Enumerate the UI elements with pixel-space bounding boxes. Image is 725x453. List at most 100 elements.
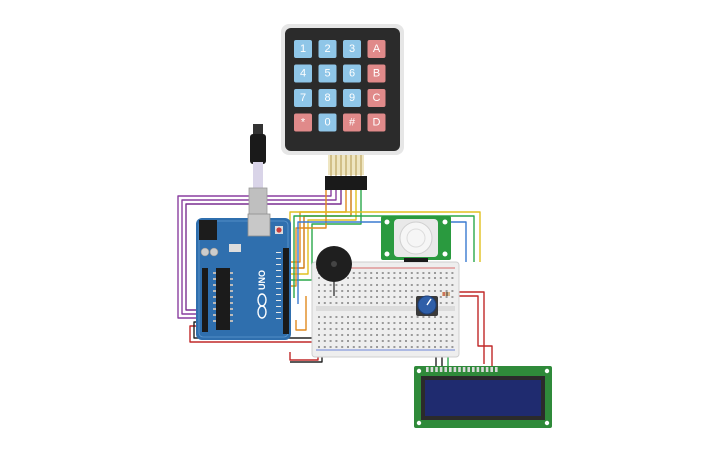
keypad-key-label: 4 [300,68,306,80]
breadboard-hole [439,340,442,342]
wire-red-3 [444,295,493,366]
pir-dome [399,221,433,255]
wire-purple-1 [177,190,332,319]
breadboard-hole [434,272,436,274]
breadboard-hole [376,284,378,286]
breadboard-hole [422,322,425,324]
breadboard-hole [387,302,390,304]
breadboard-hole [358,296,361,298]
breadboard-hole [387,272,390,274]
lcd-pin [458,367,461,372]
breadboard-hole [416,277,419,279]
breadboard-hole [451,340,454,342]
keypad-key-label: 8 [324,92,330,104]
breadboard-hole [428,290,431,292]
breadboard-hole [318,284,320,286]
breadboard-hole [341,334,344,336]
breadboard-hole [381,346,384,348]
piezo-buzzer [316,246,352,296]
keypad-key[interactable] [343,40,361,58]
breadboard-hole [439,322,442,324]
breadboard-hole [416,290,419,292]
breadboard-hole [422,290,425,292]
keypad-key[interactable] [318,113,337,132]
lcd-pin [476,367,480,372]
breadboard-hole [451,296,454,298]
lcd-screen [425,380,541,416]
breadboard-hole [358,346,361,348]
breadboard-hole [451,302,454,304]
keypad-key[interactable] [318,40,337,58]
breadboard-hole [410,302,413,304]
breadboard-hole [445,290,448,292]
keypad-key[interactable] [318,89,337,107]
breadboard-hole [410,346,413,348]
breadboard-hole [428,272,431,274]
breadboard-hole [399,296,402,298]
breadboard-hole [318,296,320,298]
breadboard-hole [410,296,413,298]
breadboard-hole [439,284,442,286]
keypad-key[interactable] [367,64,386,83]
breadboard-hole [364,272,367,274]
breadboard-hole [393,290,396,292]
breadboard-hole [347,334,349,336]
breadboard-hole [370,316,373,318]
breadboard-hole [323,322,326,324]
breadboard-hole [364,340,367,342]
breadboard-hole [416,284,419,286]
breadboard-hole [393,328,396,330]
wire-purple-3 [185,190,342,311]
breadboard-hole [405,346,407,348]
breadboard-hole [381,316,384,318]
keypad-key[interactable] [367,113,386,132]
breadboard-hole [428,322,431,324]
usb-port [247,213,271,237]
breadboard-hole [393,322,396,324]
breadboard-hole [323,302,326,304]
keypad-key[interactable] [318,64,337,83]
breadboard-hole [376,334,378,336]
lcd-pin [485,367,489,372]
breadboard-hole [405,277,407,279]
breadboard-hole [370,322,373,324]
breadboard-hole [347,316,349,318]
keypad-key-label: C [373,92,381,104]
lcd-pin [453,367,457,372]
breadboard-hole [358,322,361,324]
breadboard-hole [352,277,355,279]
breadboard-hole [376,296,378,298]
lcd-pin [467,367,470,372]
keypad-key[interactable] [294,64,312,83]
breadboard-hole [399,272,402,274]
breadboard-hole [341,296,344,298]
keypad-key[interactable] [367,40,386,58]
breadboard-hole [376,277,378,279]
breadboard-hole [416,334,419,336]
breadboard-hole [422,328,425,330]
keypad-key-label: 2 [324,43,330,55]
breadboard-hole [387,316,390,318]
breadboard-hole [323,290,326,292]
keypad-key[interactable] [294,113,312,132]
breadboard-hole [428,340,431,342]
keypad-key[interactable] [294,89,312,107]
breadboard-hole [416,328,419,330]
breadboard-hole [387,322,390,324]
reset-button [276,227,282,233]
breadboard-hole [434,340,436,342]
breadboard-hole [387,334,390,336]
lcd-pin [426,367,429,372]
keypad-key[interactable] [294,40,312,58]
breadboard-hole [410,290,413,292]
breadboard-hole [335,302,338,304]
breadboard-hole [399,302,402,304]
keypad-key[interactable] [343,113,361,132]
breadboard-hole [393,334,396,336]
keypad-key[interactable] [343,64,361,83]
breadboard-hole [352,272,355,274]
breadboard-hole [341,340,344,342]
keypad-key[interactable] [367,89,386,107]
keypad-key[interactable] [343,89,361,107]
